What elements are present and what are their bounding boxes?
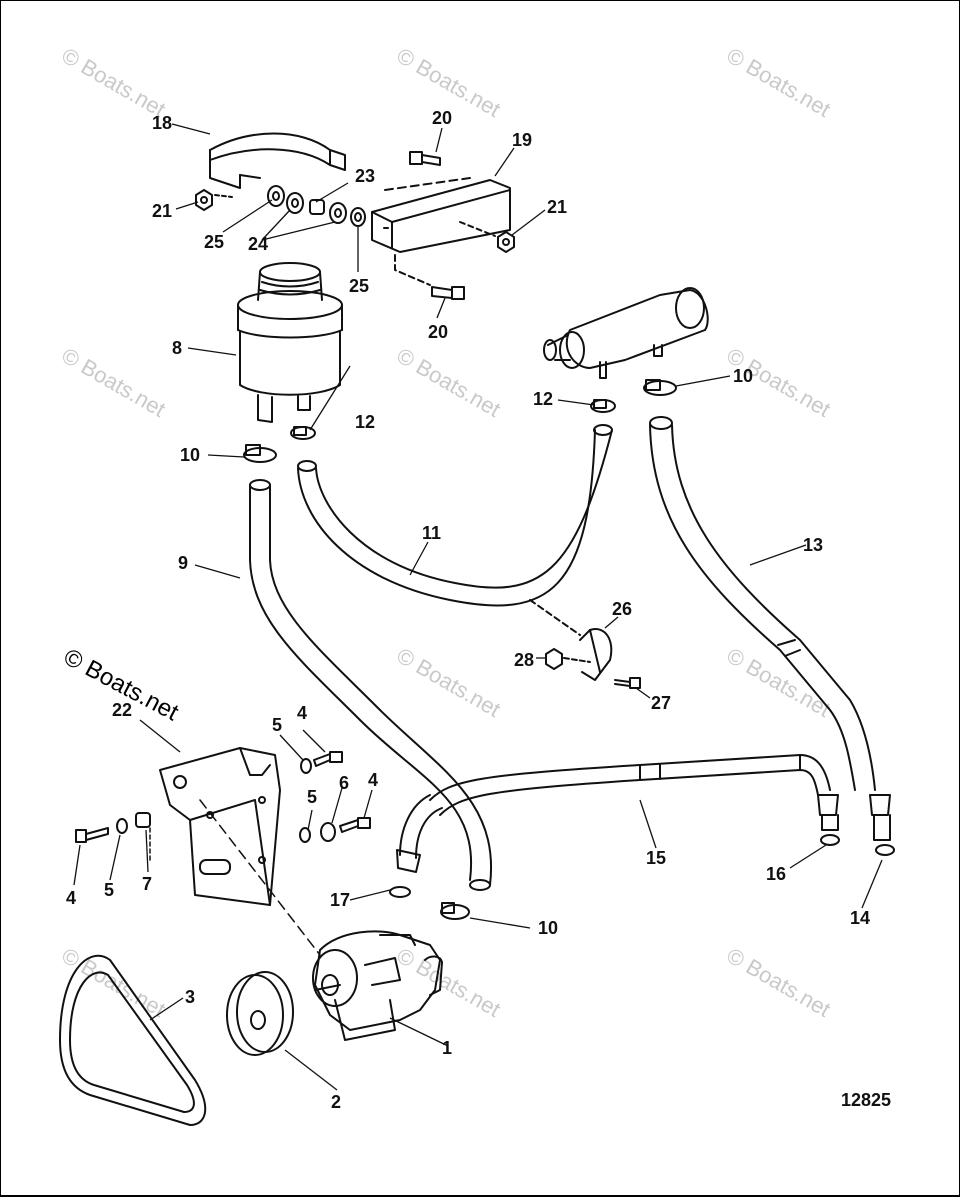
- bolt-part-4-top: [313, 751, 343, 767]
- watermark-text: © Boats.net: [58, 343, 170, 422]
- nut-part-28: [545, 648, 563, 670]
- callout-26: 26: [612, 599, 632, 619]
- diagram-code: 12825: [841, 1090, 891, 1110]
- callout-8: 8: [172, 338, 182, 358]
- watermark-text: © Boats.net: [393, 943, 505, 1022]
- callout-24: 24: [248, 234, 268, 254]
- callout-6: 6: [339, 773, 349, 793]
- callout-2: 2: [331, 1092, 341, 1112]
- callout-16: 16: [766, 864, 786, 884]
- callout-23: 23: [355, 166, 375, 186]
- fitting-part-14: [869, 794, 895, 856]
- watermark-text: © Boats.net: [723, 943, 835, 1022]
- callout-25-right: 25: [349, 276, 369, 296]
- screw-part-27: [614, 677, 641, 689]
- callout-5-mid: 5: [307, 787, 317, 807]
- hose-clamp-part-10-bottom: [440, 902, 470, 920]
- o-ring-part-17: [389, 886, 411, 898]
- nut-part-21-left: [195, 189, 213, 211]
- hose-part-13: [649, 416, 876, 791]
- callout-27: 27: [651, 693, 671, 713]
- bolt-part-20-bottom: [431, 286, 465, 300]
- callout-17: 17: [330, 890, 350, 910]
- callout-13: 13: [803, 535, 823, 555]
- callout-9: 9: [178, 553, 188, 573]
- nut-part-21-right: [497, 231, 515, 253]
- watermark-text: © Boats.net: [58, 43, 170, 122]
- bracket-strap-part-18: [209, 132, 346, 198]
- pump-outlet-pipe: [396, 794, 443, 873]
- hose-part-15: [429, 754, 831, 816]
- bolt-part-20-top: [409, 151, 441, 166]
- callout-25-left: 25: [204, 232, 224, 252]
- watermark-text: © Boats.net: [393, 643, 505, 722]
- callout-1: 1: [442, 1038, 452, 1058]
- washer-spacer-stack: [267, 185, 366, 227]
- callout-5-left: 5: [104, 880, 114, 900]
- callout-10-left: 10: [180, 445, 200, 465]
- watermark-text: © Boats.net: [393, 343, 505, 422]
- bolt-part-4-left: [75, 827, 109, 843]
- fitting-part-16: [817, 794, 840, 846]
- callout-28: 28: [514, 650, 534, 670]
- callout-12-left: 12: [355, 412, 375, 432]
- callout-3: 3: [185, 987, 195, 1007]
- callout-10-bottom: 10: [538, 918, 558, 938]
- power-steering-pump-part-1: [312, 930, 443, 1041]
- callout-4-mid: 4: [368, 770, 378, 790]
- callout-22: 22: [112, 700, 132, 720]
- hose-clip-part-26: [579, 628, 613, 681]
- hose-clamp-part-10-left: [243, 444, 277, 463]
- callout-5-top: 5: [272, 715, 282, 735]
- callout-4-left: 4: [66, 888, 76, 908]
- callout-15: 15: [646, 848, 666, 868]
- reservoir-part-8: [237, 262, 343, 423]
- hose-part-9: [249, 479, 493, 891]
- washer-part-5-left: [116, 818, 128, 834]
- pump-bracket-part-22: [159, 747, 281, 906]
- callout-20-top: 20: [432, 108, 452, 128]
- cooler-unit: [543, 287, 709, 379]
- spacer-part-7: [135, 812, 151, 828]
- drive-belt-part-3: [59, 954, 207, 1126]
- callout-14: 14: [850, 908, 870, 928]
- callout-18: 18: [152, 113, 172, 133]
- callout-labels: 18 21 25 24 23 25 20 19 21 20 8 10 12 12…: [66, 108, 870, 1112]
- callout-10-right: 10: [733, 366, 753, 386]
- pulley-part-2: [226, 971, 294, 1056]
- washer-part-5-top: [300, 758, 312, 774]
- mounting-bracket-part-19: [371, 177, 511, 286]
- leader-lines: [73, 123, 883, 1091]
- hose-clamp-part-12-right: [590, 399, 616, 413]
- hose-part-11: [297, 424, 613, 607]
- callout-4-top: 4: [297, 703, 307, 723]
- hose-clamp-part-12-left: [290, 426, 316, 440]
- callout-7: 7: [142, 874, 152, 894]
- watermark-text: © Boats.net: [723, 43, 835, 122]
- washer-part-5-mid: [299, 827, 311, 843]
- hose-clamp-part-10-right: [643, 379, 677, 396]
- watermark-layer: © Boats.net © Boats.net © Boats.net © Bo…: [58, 43, 835, 1022]
- callout-21-right: 21: [547, 197, 567, 217]
- callout-21-left: 21: [152, 201, 172, 221]
- callout-19: 19: [512, 130, 532, 150]
- callout-12-right: 12: [533, 389, 553, 409]
- watermark-text: © Boats.net: [723, 643, 835, 722]
- callout-11: 11: [422, 523, 441, 543]
- bolt-part-4-mid: [339, 817, 371, 833]
- washer-part-6: [320, 822, 336, 842]
- callout-20-bottom: 20: [428, 322, 448, 342]
